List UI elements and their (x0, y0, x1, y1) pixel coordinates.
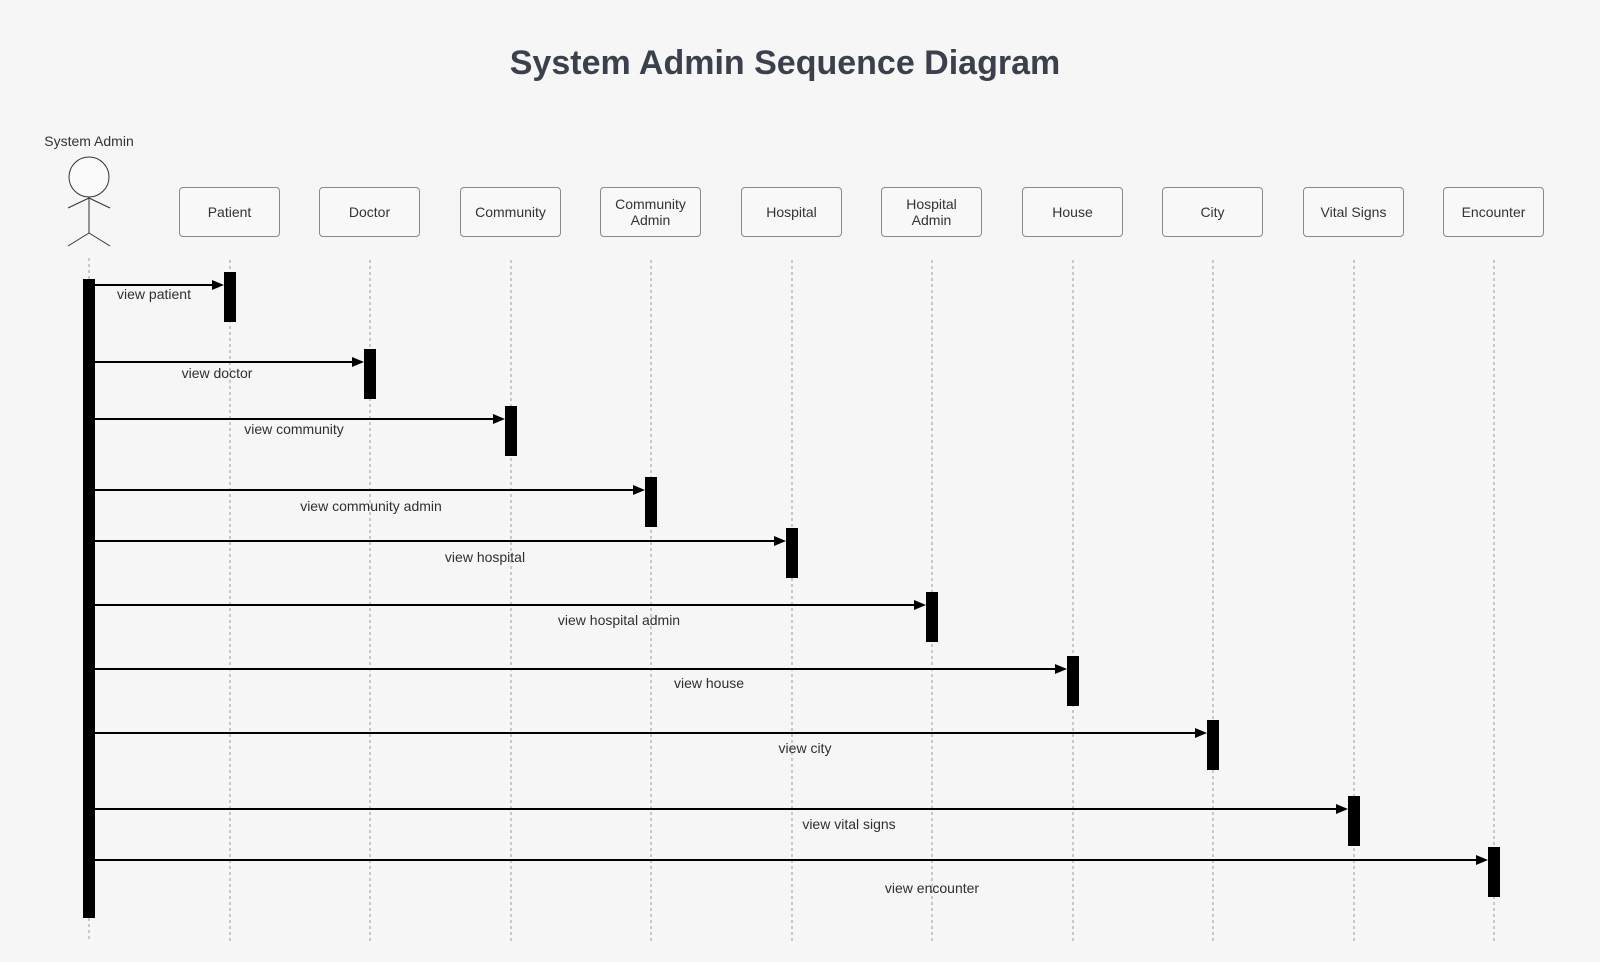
activation-bar (1207, 720, 1219, 770)
actor-activation-bar (83, 279, 95, 918)
actor-label: System Admin (44, 133, 134, 149)
participant-house: House (1022, 187, 1123, 237)
participant-label: City (1200, 204, 1225, 220)
message-label: view encounter (884, 880, 980, 896)
diagram-title: System Admin Sequence Diagram (509, 44, 1061, 82)
activation-bar (1067, 656, 1079, 706)
message-label: view community (244, 421, 344, 437)
arrowhead-icon (774, 536, 786, 546)
message-label: view hospital (444, 549, 526, 565)
arrowhead-icon (1336, 804, 1348, 814)
activation-bar (364, 349, 376, 399)
arrowhead-icon (212, 280, 224, 290)
participant-label: Vital Signs (1320, 204, 1387, 220)
message-label: view city (778, 740, 832, 756)
message-label: view house (673, 675, 745, 691)
participant-label: Hospital Admin (906, 196, 957, 228)
participant-vital-signs: Vital Signs (1303, 187, 1404, 237)
message-label: view vital signs (802, 816, 896, 832)
participant-patient: Patient (179, 187, 280, 237)
activation-bar (505, 406, 517, 456)
arrowhead-icon (914, 600, 926, 610)
activation-bar (1348, 796, 1360, 846)
participant-label: Community (475, 204, 546, 220)
participant-label: Doctor (348, 204, 391, 220)
message-label: view community admin (300, 498, 442, 514)
activation-bar (224, 272, 236, 322)
participant-community-admin: Community Admin (600, 187, 701, 237)
message-label: view doctor (181, 365, 253, 381)
activation-bar (1488, 847, 1500, 897)
participant-community: Community (460, 187, 561, 237)
message-label: view patient (117, 286, 191, 302)
participant-doctor: Doctor (319, 187, 420, 237)
arrowhead-icon (352, 357, 364, 367)
participant-label: Encounter (1461, 204, 1526, 220)
activation-bar (645, 477, 657, 527)
participant-hospital-admin: Hospital Admin (881, 187, 982, 237)
arrowhead-icon (1195, 728, 1207, 738)
arrowhead-icon (493, 414, 505, 424)
message-label: view hospital admin (557, 612, 681, 628)
stick-figure-icon (67, 156, 111, 247)
activation-bar (786, 528, 798, 578)
participant-label: House (1052, 204, 1093, 220)
participant-label: Patient (207, 204, 252, 220)
participant-label: Hospital (766, 204, 817, 220)
arrowhead-icon (1476, 855, 1488, 865)
participant-city: City (1162, 187, 1263, 237)
activation-bar (926, 592, 938, 642)
participant-encounter: Encounter (1443, 187, 1544, 237)
participant-hospital: Hospital (741, 187, 842, 237)
participant-label: Community Admin (615, 196, 686, 228)
arrowhead-icon (1055, 664, 1067, 674)
arrowhead-icon (633, 485, 645, 495)
